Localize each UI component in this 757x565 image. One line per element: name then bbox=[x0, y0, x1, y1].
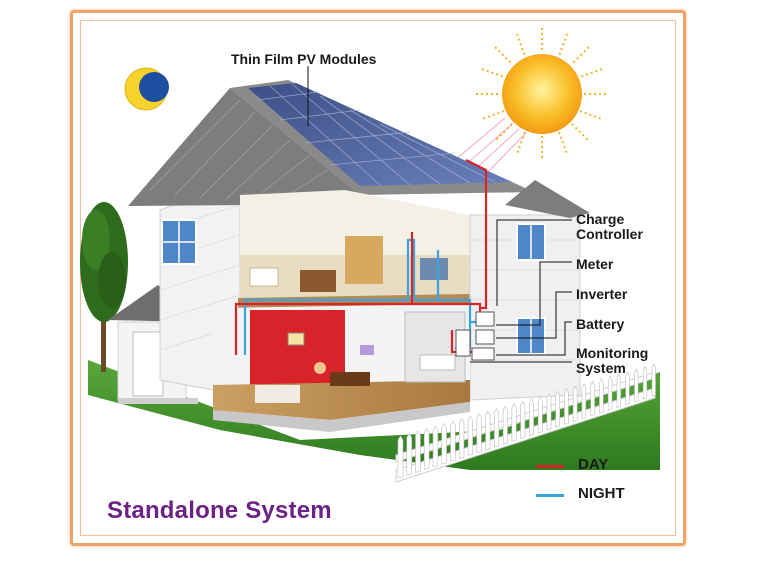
fence-picket bbox=[616, 373, 621, 408]
equipment bbox=[455, 311, 495, 361]
fence-picket bbox=[634, 368, 639, 403]
fence-picket bbox=[546, 393, 552, 431]
fence-picket bbox=[441, 422, 447, 465]
fence-picket bbox=[511, 403, 517, 442]
tree bbox=[80, 202, 128, 372]
fence-picket bbox=[459, 418, 465, 459]
label-battery: Battery bbox=[576, 316, 625, 332]
label-monitoring-system: Monitoring System bbox=[576, 346, 648, 376]
diagram-title: Standalone System bbox=[107, 497, 332, 524]
fence-picket bbox=[502, 405, 508, 445]
legend-day-swatch bbox=[536, 465, 564, 468]
label-charge-controller-line1: Charge bbox=[576, 211, 625, 227]
label-charge-controller-line2: Controller bbox=[576, 226, 643, 242]
fence-picket bbox=[625, 370, 630, 405]
left-window bbox=[161, 219, 197, 265]
legend-day-label: DAY bbox=[578, 456, 609, 473]
fence-picket bbox=[572, 385, 578, 422]
fence-picket bbox=[397, 435, 404, 479]
fence-picket bbox=[467, 415, 473, 456]
fence-picket bbox=[450, 420, 456, 462]
fence-picket bbox=[599, 378, 604, 414]
fence-picket bbox=[485, 410, 491, 451]
fence-picket bbox=[432, 425, 439, 468]
fence-picket bbox=[520, 400, 526, 439]
moon-icon bbox=[124, 67, 169, 111]
fence-picket bbox=[555, 390, 561, 428]
fence-picket bbox=[529, 398, 534, 436]
right-upper-window bbox=[516, 223, 546, 261]
fence-picket bbox=[564, 388, 569, 425]
fence bbox=[395, 363, 656, 483]
label-monitoring-line2: System bbox=[576, 360, 626, 376]
fence-picket bbox=[476, 413, 482, 453]
fence-picket bbox=[581, 383, 587, 420]
pv-panels bbox=[248, 83, 512, 186]
fence-picket bbox=[590, 380, 595, 417]
fence-picket bbox=[642, 365, 648, 400]
legend-night-label: NIGHT bbox=[578, 485, 625, 502]
right-lower-window bbox=[516, 317, 546, 355]
legend-night-swatch bbox=[536, 494, 564, 497]
label-meter: Meter bbox=[576, 256, 614, 272]
day-wiring bbox=[234, 159, 488, 355]
label-inverter: Inverter bbox=[576, 286, 628, 302]
label-charge-controller: Charge Controller bbox=[576, 212, 643, 242]
fence-picket bbox=[537, 395, 543, 434]
fence-picket bbox=[423, 427, 430, 470]
fence-picket bbox=[651, 363, 656, 397]
sun-icon bbox=[454, 28, 608, 181]
leader-lines bbox=[307, 66, 572, 363]
label-pv-modules: Thin Film PV Modules bbox=[231, 51, 377, 67]
fence-picket bbox=[607, 375, 613, 411]
fence-picket bbox=[406, 432, 413, 476]
fence-picket bbox=[494, 408, 500, 448]
fence-picket bbox=[415, 430, 421, 473]
label-monitoring-line1: Monitoring bbox=[576, 345, 649, 361]
roof-left bbox=[128, 88, 360, 206]
inner-frame bbox=[80, 20, 676, 536]
